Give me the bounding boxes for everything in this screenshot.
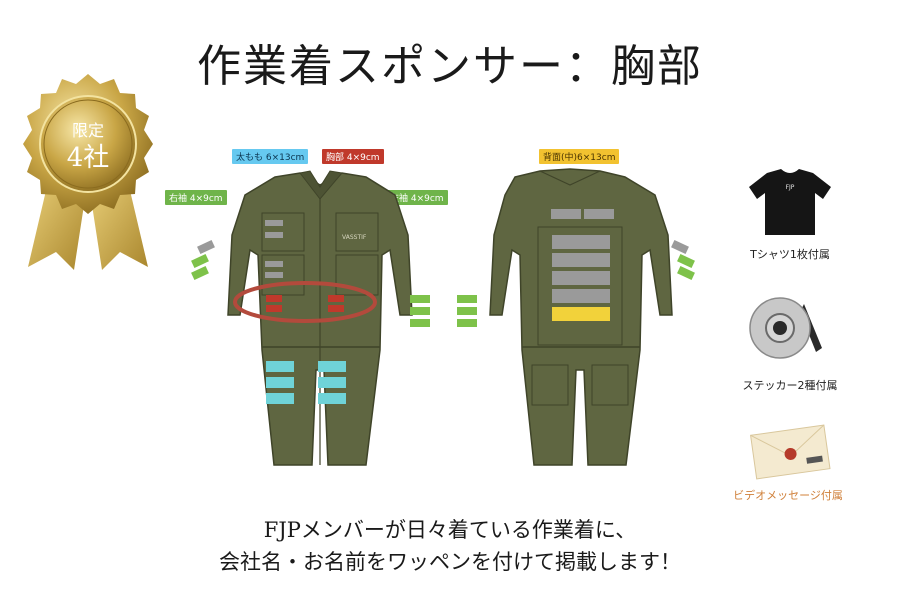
- description-line-1: FJPメンバーが日々着ている作業着に、: [263, 518, 637, 542]
- coverall-illustration: VASSTIF: [191, 168, 695, 466]
- chest-size-tag: 胸部 4×9cm: [322, 149, 384, 164]
- page-title: 作業着スポンサー：胸部: [197, 41, 703, 92]
- suit-brand-text: VASSTIF: [342, 234, 367, 241]
- video-message-caption: ビデオメッセージ付属: [733, 489, 843, 502]
- medal-line2: 4社: [67, 143, 110, 173]
- tshirt-image: FJP: [749, 169, 831, 235]
- coverall-front: VASSTIF: [191, 170, 430, 466]
- coverall-back: [457, 168, 695, 466]
- back-size-tag: 背面(中)6×13cm: [539, 149, 620, 164]
- tshirt-print-text: FJP: [786, 184, 795, 191]
- tshirt-caption: Tシャツ1枚付属: [750, 248, 830, 261]
- description-line-2: 会社名・お名前をワッペンを付けて掲載します！: [219, 550, 681, 574]
- envelope-image: [750, 424, 831, 480]
- limited-badge: 限定 4社: [23, 74, 153, 270]
- left-sleeve-size-tag: 左袖 4×9cm: [386, 190, 448, 205]
- medal-line1: 限定: [72, 121, 104, 140]
- sticker-caption: ステッカー2種付属: [742, 379, 838, 392]
- right-sleeve-size-tag: 右袖 4×9cm: [165, 190, 227, 205]
- thigh-size-tag: 太もも 6×13cm: [232, 149, 309, 164]
- sticker-image: [749, 297, 822, 359]
